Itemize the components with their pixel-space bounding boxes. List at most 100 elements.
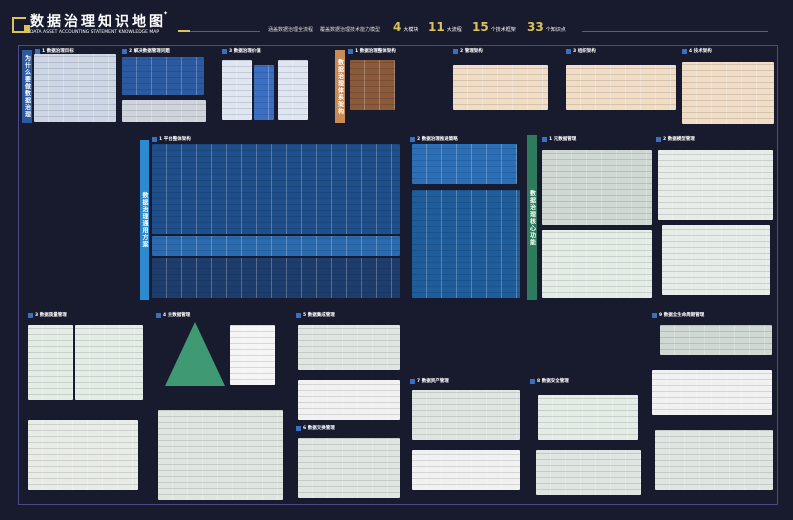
section-number-icon (682, 48, 687, 54)
section-title-s3: 3 数据治理价值 (222, 48, 261, 54)
diagram-block (658, 150, 773, 220)
section-title-text: 2 解决数据管理问题 (129, 49, 170, 54)
section-number-icon (296, 425, 301, 431)
page-subtitle: DATA ASSET ACCOUNTING STATEMENT KNOWLEDG… (30, 30, 160, 35)
section-title-text: 4 主数据管理 (163, 313, 191, 318)
map-frame (18, 45, 778, 505)
stat-number: 11 (428, 20, 445, 34)
diagram-block (350, 60, 395, 110)
side-label-platform: 数据治理通用方案 (140, 140, 149, 300)
header-tag: 涵盖数据治理全流程 (268, 27, 314, 33)
diagram-block (542, 150, 652, 225)
section-number-icon (652, 312, 657, 318)
section-title-s1: 1 数据治理目标 (35, 48, 74, 54)
section-title-text: 2 数据治理推进策略 (417, 137, 458, 142)
diagram-block (122, 57, 204, 95)
section-title-s11: 2 数据模型管理 (656, 136, 695, 142)
diagram-block (28, 325, 73, 400)
diagram-block (662, 225, 770, 295)
diagram-block (412, 190, 520, 298)
section-title-s4: 1 数据治理整体架构 (348, 48, 396, 54)
diagram-block (660, 325, 772, 355)
section-title-text: 1 元数据管理 (549, 137, 577, 142)
section-title-text: 3 数据治理价值 (229, 49, 261, 54)
section-title-text: 7 数据资产管理 (417, 379, 449, 384)
section-number-icon (566, 48, 571, 54)
diagram-block (453, 65, 548, 110)
section-title-s17: 8 数据安全管理 (530, 378, 569, 384)
stat-number: 33 (527, 20, 544, 34)
section-title-text: 3 组织架构 (573, 49, 596, 54)
section-number-icon (542, 136, 547, 142)
section-number-icon (530, 378, 535, 384)
stat-number: 4 (393, 20, 402, 34)
side-label-why: 为什么要做数据治理 (22, 50, 32, 123)
section-title-text: 1 数据治理整体架构 (355, 49, 396, 54)
diagram-block (542, 230, 652, 298)
section-title-s8: 1 平台整体架构 (152, 136, 191, 142)
logo-icon (12, 17, 30, 33)
section-title-s2: 2 解决数据管理问题 (122, 48, 170, 54)
section-title-text: 2 数据模型管理 (663, 137, 695, 142)
diagram-block (254, 65, 274, 120)
diagram-block (152, 236, 400, 256)
section-number-icon (156, 312, 161, 318)
section-title-s10: 1 元数据管理 (542, 136, 576, 142)
diagram-block (298, 325, 400, 370)
section-title-s15: 6 数据交换管理 (296, 425, 335, 431)
sparkle-icon: ✦ (163, 10, 169, 17)
section-title-text: 1 平台整体架构 (159, 137, 191, 142)
section-title-text: 6 数据交换管理 (303, 426, 335, 431)
section-number-icon (453, 48, 458, 54)
section-number-icon (410, 378, 415, 384)
diagram-block (278, 60, 308, 120)
stat-number: 15 (472, 20, 489, 34)
diagram-block (655, 430, 773, 490)
section-number-icon (296, 312, 301, 318)
section-title-s16: 7 数据资产管理 (410, 378, 449, 384)
section-title-s12: 3 数据质量管理 (28, 312, 67, 318)
section-number-icon (656, 136, 661, 142)
diagram-block (536, 450, 641, 495)
stat-label: 大流程 (446, 27, 462, 33)
diagram-block (122, 100, 206, 122)
pyramid-diagram (165, 322, 225, 386)
section-title-text: 4 技术架构 (689, 49, 712, 54)
section-title-s14: 5 数据集成管理 (296, 312, 335, 318)
side-label-core: 数据治理核心功能 (527, 135, 537, 300)
stat-label: 个知识点 (545, 27, 566, 33)
diagram-block (682, 62, 774, 124)
section-number-icon (152, 136, 157, 142)
section-title-s6: 3 组织架构 (566, 48, 596, 54)
diagram-block (298, 380, 400, 420)
header-tag: 覆盖数据治理技术能力模型 (320, 27, 381, 33)
diagram-block (28, 420, 138, 490)
diagram-block (298, 438, 400, 498)
stat-label: 个技术框架 (490, 27, 516, 33)
section-number-icon (35, 48, 40, 54)
diagram-block (75, 325, 143, 400)
diagram-block (34, 54, 116, 122)
section-title-text: 9 数据全生命周期管理 (659, 313, 705, 318)
section-title-text: 8 数据安全管理 (537, 379, 569, 384)
diagram-block (230, 325, 275, 385)
diagram-block (412, 390, 520, 440)
diagram-block (652, 370, 772, 415)
section-title-s5: 2 管理架构 (453, 48, 483, 54)
section-title-text: 1 数据治理目标 (42, 49, 74, 54)
section-number-icon (410, 136, 415, 142)
section-title-text: 5 数据集成管理 (303, 313, 335, 318)
page-title: 数据治理知识地图 (30, 14, 166, 30)
stat-label: 大模块 (403, 27, 419, 33)
header-divider (582, 31, 768, 32)
diagram-block (222, 60, 252, 120)
diagram-block (152, 258, 400, 298)
diagram-block (538, 395, 638, 440)
header-divider (178, 31, 260, 32)
header-accent (178, 30, 190, 32)
diagram-block (158, 410, 283, 500)
